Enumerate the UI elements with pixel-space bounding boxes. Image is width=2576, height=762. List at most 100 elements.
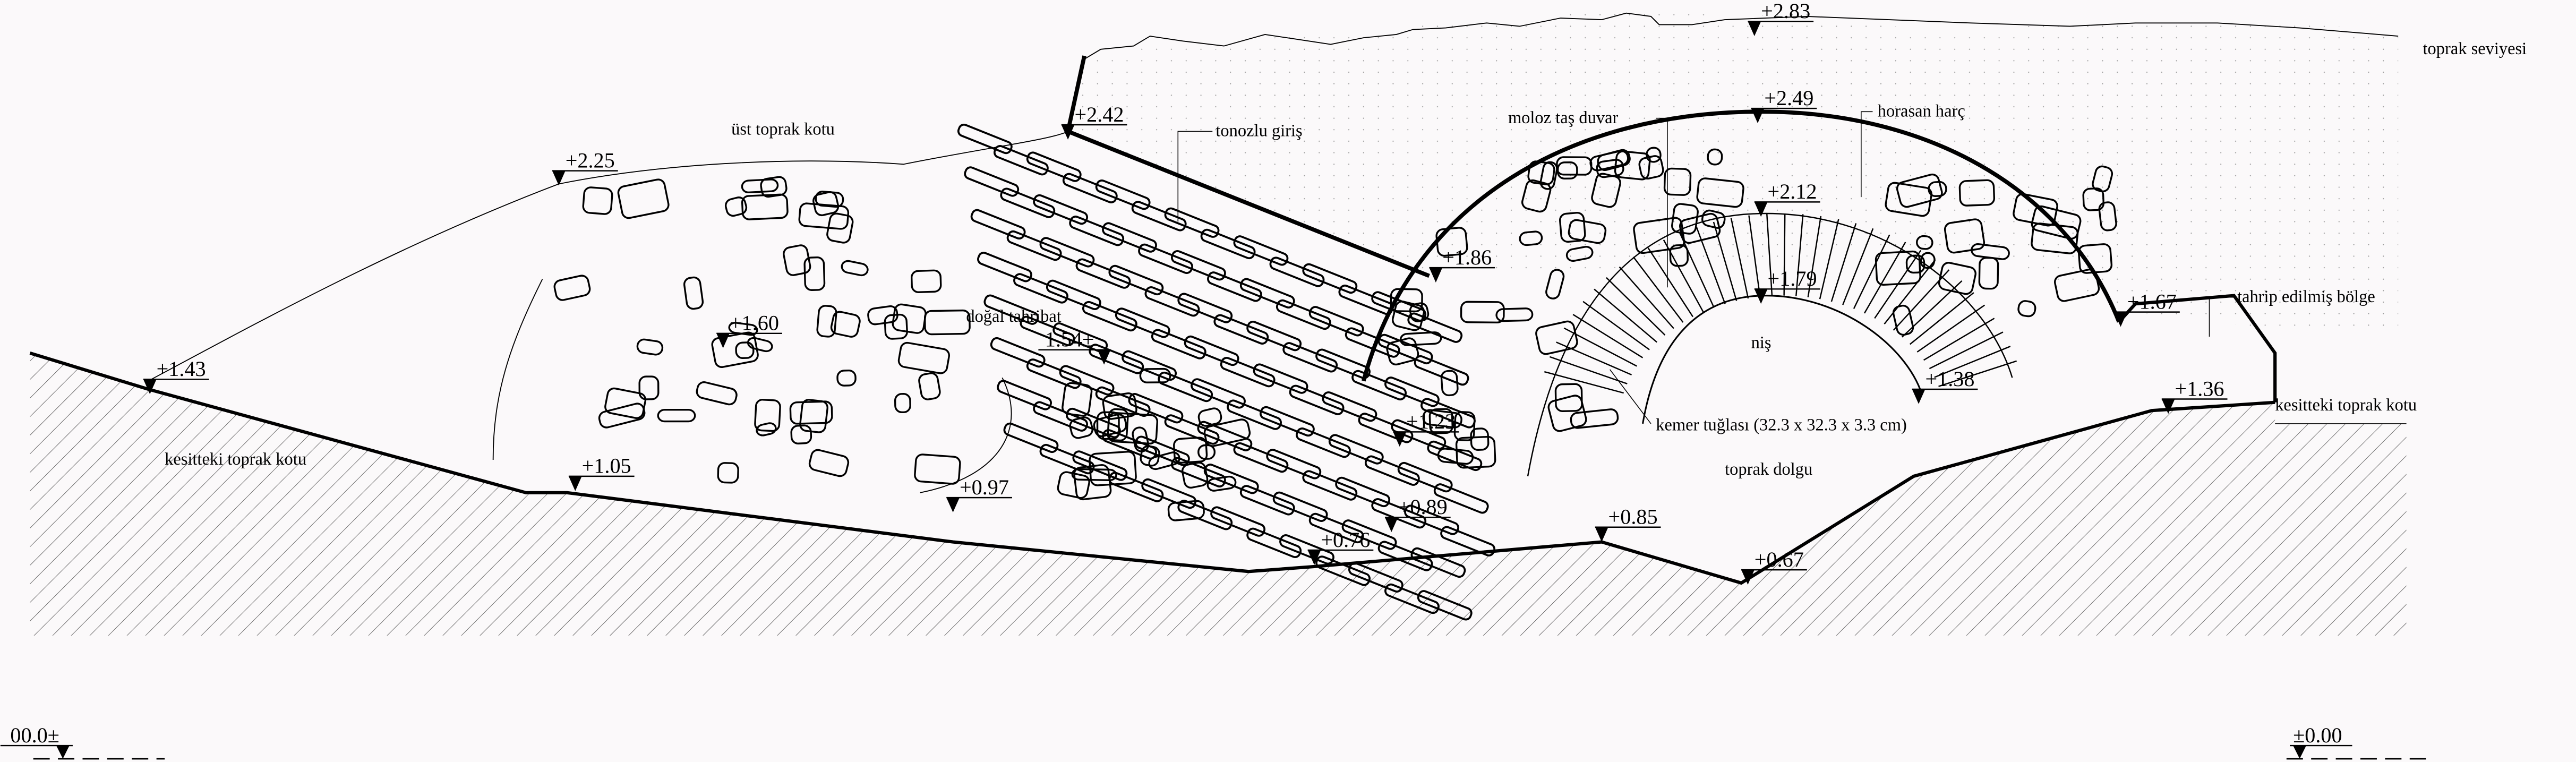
brick	[964, 166, 1020, 197]
label-kesitteki-toprak-kotu-right: kesitteki toprak kotu	[2275, 396, 2417, 415]
stone	[884, 313, 908, 340]
stone	[911, 269, 942, 293]
svg-text:+1.86: +1.86	[1442, 245, 1492, 269]
arch-brick	[1563, 327, 1637, 367]
datum-marker-right: ±0.00	[2286, 723, 2428, 760]
arch-brick	[1923, 318, 1995, 361]
arch-brick	[1842, 228, 1874, 305]
stone	[1073, 464, 1112, 501]
soil-fill	[1068, 8, 2399, 329]
arch-brick	[1549, 356, 1628, 384]
svg-text:+1.43: +1.43	[157, 357, 206, 381]
level-marker: +0.97	[946, 475, 1012, 512]
label-ust-toprak-kotu: üst toprak kotu	[731, 120, 835, 139]
arch-brick	[1938, 360, 2017, 387]
svg-text:+1.60: +1.60	[730, 311, 779, 335]
stone	[735, 341, 755, 359]
stone	[1928, 181, 1947, 198]
brick	[1239, 278, 1295, 309]
stone	[1896, 173, 1943, 208]
arch-brick	[1663, 239, 1704, 312]
stone	[2098, 201, 2117, 232]
stone	[1391, 301, 1425, 331]
leader-lines	[1177, 111, 2234, 424]
arch-brick	[1830, 223, 1857, 302]
stone	[799, 399, 828, 433]
brick	[1397, 461, 1453, 493]
svg-text:+1.67: +1.67	[2127, 289, 2177, 313]
level-marker: +1.23	[1393, 409, 1459, 447]
brick	[1227, 399, 1282, 430]
stone	[1559, 211, 1586, 243]
brick	[1239, 485, 1295, 516]
stone	[1173, 436, 1208, 464]
stone	[1875, 250, 1921, 286]
arch-brick	[1853, 234, 1890, 309]
stone	[1148, 451, 1180, 470]
stone	[1167, 500, 1205, 521]
brick	[1158, 371, 1213, 403]
svg-text:+2.83: +2.83	[1761, 0, 1810, 23]
brick	[1296, 427, 1351, 458]
arch-brick	[1934, 346, 2011, 378]
brick	[1220, 357, 1276, 388]
brick	[1013, 273, 1068, 304]
level-marker: +2.25	[552, 148, 618, 186]
brick	[1003, 422, 1059, 453]
brick	[1384, 376, 1440, 407]
brick	[1272, 491, 1328, 522]
brick	[1026, 358, 1082, 389]
brick	[1075, 258, 1131, 289]
brick	[977, 252, 1032, 282]
level-marker: +1.67	[2114, 289, 2180, 327]
brick	[1164, 414, 1220, 445]
brick	[1122, 350, 1177, 381]
brick	[1253, 363, 1308, 394]
arch-brick	[1606, 277, 1666, 336]
brick	[1059, 365, 1115, 396]
stone	[826, 212, 854, 244]
arch-brick	[1916, 304, 1986, 353]
stone	[1570, 408, 1619, 429]
brick	[1033, 194, 1089, 225]
svg-text:+2.49: +2.49	[1764, 86, 1813, 110]
stone	[1669, 244, 1689, 267]
label-tahrip-edilmis-bolge: tahrip edilmiş bölge	[2237, 287, 2375, 306]
stone	[1460, 301, 1505, 324]
level-marker: +1.79	[1754, 267, 1820, 304]
brick	[1440, 526, 1496, 556]
arch-brick	[1713, 221, 1738, 301]
brick	[1308, 512, 1364, 544]
stone	[816, 305, 837, 338]
arch-brick	[1594, 288, 1657, 343]
brick	[1364, 455, 1420, 486]
arch-brick	[1884, 259, 1936, 324]
stone	[798, 202, 850, 230]
brick	[1082, 301, 1137, 332]
brick	[957, 123, 1013, 155]
brick	[1006, 230, 1062, 261]
stone	[1916, 235, 1933, 250]
arch-brick	[1679, 233, 1715, 308]
stone	[2031, 205, 2082, 240]
stone	[636, 338, 664, 356]
arch-brick	[1572, 314, 1644, 358]
stone	[754, 399, 781, 432]
brick	[1069, 216, 1125, 246]
stone	[1696, 177, 1744, 208]
stone	[1663, 167, 1692, 196]
stone	[747, 337, 773, 353]
stone	[1102, 392, 1137, 420]
stone	[1057, 471, 1090, 499]
brick	[1108, 264, 1164, 296]
stone	[1892, 304, 1914, 336]
stone	[1093, 413, 1127, 438]
stone	[790, 424, 812, 444]
stone	[783, 244, 811, 276]
stone	[841, 260, 869, 277]
brick	[1266, 449, 1322, 480]
brick	[1000, 187, 1056, 218]
stone	[1181, 461, 1209, 489]
arch-brick	[1819, 219, 1839, 299]
